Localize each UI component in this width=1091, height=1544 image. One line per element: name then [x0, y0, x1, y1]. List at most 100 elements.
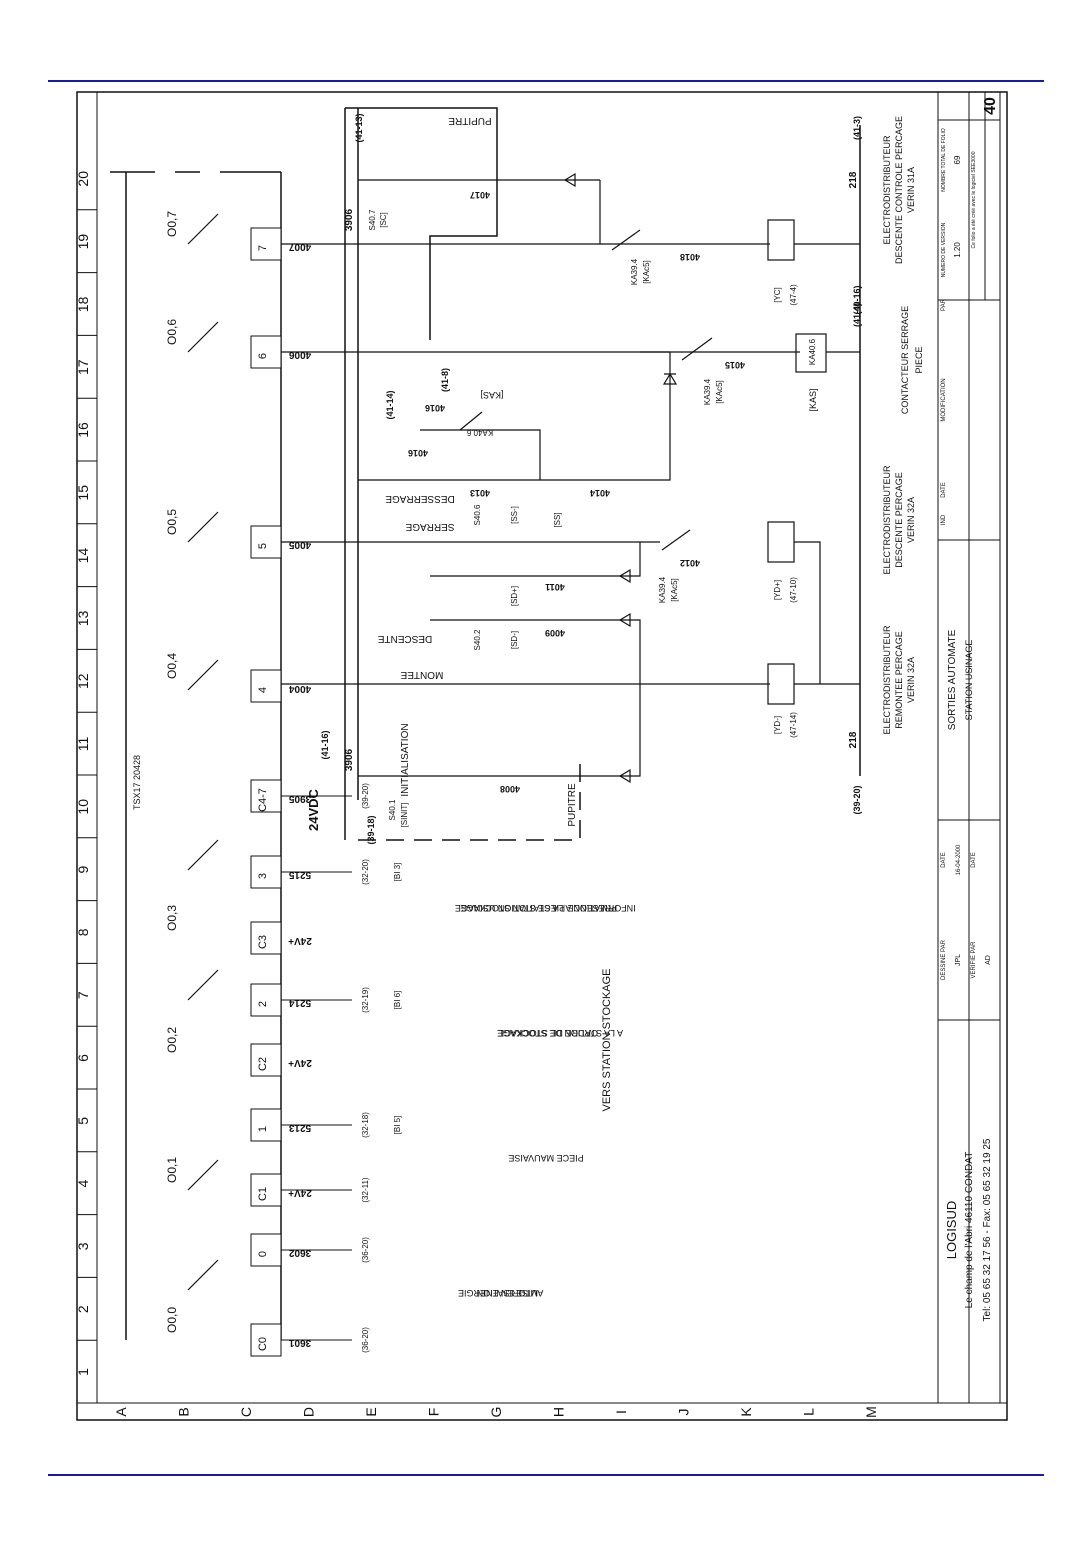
row-letter: L	[801, 1408, 817, 1416]
output-address: O0,3	[165, 905, 179, 931]
header-reference: TSX17 20428	[132, 755, 142, 810]
wire-number: 4009	[545, 628, 565, 638]
company-phone: Tel: 05 65 32 17 56 - Fax: 05 65 32 19 2…	[982, 1138, 993, 1321]
title-block-field: NOMBRE TOTAL DE FOLIO	[941, 128, 947, 192]
relay-id: KA40.6	[466, 428, 493, 437]
column-number: 2	[75, 1305, 91, 1313]
information-label: INFORMATION A LA STATION STOCKAGE	[460, 903, 635, 913]
wire-number: 3906	[344, 208, 355, 231]
column-number: 8	[75, 928, 91, 936]
output-coil-label: 3	[257, 873, 269, 879]
cross-reference: (39-18)	[366, 815, 376, 844]
column-number: 3	[75, 1242, 91, 1250]
switch-tag: [SC]	[379, 212, 388, 228]
information-label: PRESENCE PIECE STATION USINAGE	[455, 903, 617, 913]
valve-description: REMONTEE PERCAGE	[894, 631, 904, 729]
vers-station-label: VERS STATION STOCKAGE	[601, 968, 613, 1111]
column-number: 9	[75, 865, 91, 873]
column-number: 17	[75, 359, 91, 375]
initialisation-label: INITIALISATION	[400, 723, 411, 796]
valve-description: VERIN 32A	[906, 657, 916, 703]
device-tag: [BI 3]	[393, 863, 402, 882]
circuit-lines	[187, 172, 860, 1291]
wire-number: 4008	[500, 784, 520, 794]
relay-tag: [KAc5]	[670, 578, 679, 602]
piece-mauvaise-label: PIECE MAUVAISE	[508, 1153, 583, 1163]
company-name: LOGISUD	[944, 1201, 959, 1260]
column-number: 4	[75, 1179, 91, 1187]
output-coil-label: C2	[257, 1057, 269, 1071]
switch-tag: [SD-]	[510, 631, 519, 649]
autorisation-label: MISE EN ENERGIE	[458, 1288, 538, 1298]
column-number: 14	[75, 548, 91, 564]
title-block-field: MODIFICATION	[941, 378, 947, 421]
device-ref: (47-4)	[789, 284, 798, 306]
switch-id: S40.6	[473, 504, 482, 525]
output-coil-box	[250, 921, 282, 955]
wire-number: 4014	[590, 488, 610, 498]
wire-number: 4013	[470, 488, 490, 498]
title-block-value: JPL	[955, 954, 962, 966]
output-coil-box	[250, 1323, 282, 1357]
cross-reference: (41-3)	[852, 116, 862, 140]
wire-number: 3906	[344, 748, 355, 771]
output-coil-box	[250, 1043, 282, 1077]
device-ref: (47-14)	[789, 712, 798, 738]
title-block-field: NUMERO DE VERSION	[941, 222, 947, 277]
cross-reference: (41-8)	[440, 368, 450, 392]
drawing-title: SORTIES AUTOMATE	[947, 629, 958, 730]
output-address: O0,1	[165, 1157, 179, 1183]
cross-reference: (32-11)	[361, 1177, 370, 1203]
title-block-field: IND	[941, 514, 947, 525]
ordre-label: A LA STATION DE STOCKAGE	[497, 1028, 623, 1038]
relay-tag: [KAc5]	[642, 260, 651, 284]
cross-reference: (36-20)	[361, 1237, 370, 1263]
cross-reference: (41-4)	[852, 303, 862, 327]
row-letter: C	[238, 1407, 254, 1417]
software-note: Ce folio a été créé avec le logiciel SEE…	[971, 151, 977, 248]
row-letter: I	[613, 1410, 629, 1414]
valve-description: ELECTRODISTRIBUTEUR	[882, 625, 892, 735]
page-number: 40	[982, 97, 999, 115]
column-number: 12	[75, 673, 91, 689]
switch-id: S40.2	[473, 629, 482, 650]
row-letter: D	[301, 1407, 317, 1417]
relay-id: KA39.4	[658, 576, 667, 603]
contactor-description: CONTACTEUR SERRAGE	[900, 306, 910, 414]
column-number: 1	[75, 1368, 91, 1376]
valve-description: DESCENTE PERCAGE	[894, 472, 904, 568]
wire-number: 3905	[288, 793, 311, 804]
valve-description: VERIN 32A	[906, 497, 916, 543]
title-block-value: 1.20	[953, 242, 962, 258]
wire-number: 218	[848, 731, 859, 748]
frame-outer	[76, 91, 1008, 1421]
row-letter: K	[738, 1407, 754, 1417]
output-coil-box	[250, 1108, 282, 1142]
row-letter: M	[863, 1406, 879, 1418]
output-coil-box	[250, 227, 282, 261]
output-address: O0,2	[165, 1027, 179, 1053]
wire-number: 5213	[288, 1122, 311, 1133]
output-coil-box	[250, 525, 282, 559]
wire-number: 4017	[470, 190, 490, 200]
wire-number: 24V+	[288, 935, 312, 946]
wire-number: 218	[848, 171, 859, 188]
title-block-field: PAR	[941, 298, 947, 311]
device-tag: [YD-]	[773, 716, 782, 734]
bottom-rule	[48, 1474, 1044, 1476]
output-coil-label: C4-7	[257, 788, 269, 812]
drawing-subtitle: STATION USINAGE	[964, 640, 974, 721]
wire-number: 4007	[288, 241, 311, 252]
wire-number: 4015	[725, 360, 745, 370]
relay-tag: [KAS]	[480, 390, 503, 400]
column-number: 10	[75, 799, 91, 815]
pupitre-label: PUPITRE	[448, 115, 492, 126]
switch-tag: [SD+]	[510, 586, 519, 606]
cross-reference: (40-16)	[852, 285, 862, 314]
switch-tag: [SS-]	[510, 506, 519, 524]
title-block-field: DATE	[941, 482, 947, 498]
switch-id: S40.1	[388, 799, 397, 820]
